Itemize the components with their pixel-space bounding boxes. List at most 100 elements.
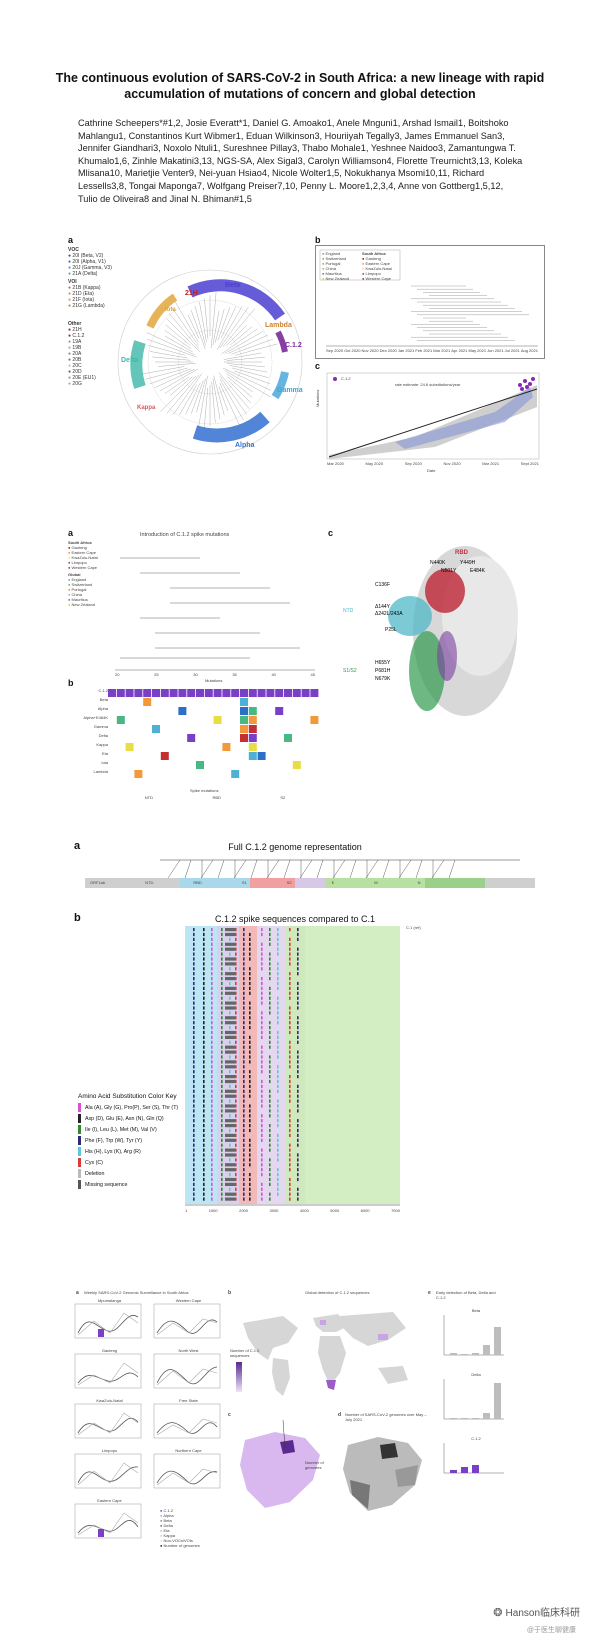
legend-dot-icon: ● — [68, 375, 73, 381]
substitution-mark — [211, 1016, 213, 1020]
mutation-tick — [299, 859, 313, 879]
f4a-legend-item-label: Beta — [163, 1518, 172, 1523]
substitution-mark — [203, 1021, 205, 1025]
substitution-mark — [235, 962, 237, 966]
substitution-mark — [221, 977, 223, 981]
mutation-tick — [365, 859, 379, 879]
substitution-mark — [297, 991, 299, 995]
substitution-mark — [289, 952, 291, 956]
substitution-mark — [297, 1089, 299, 1093]
mutation-tree — [115, 557, 315, 671]
substitution-mark — [235, 1089, 237, 1093]
voi-item-label: 21F (Iota) — [72, 297, 95, 303]
substitution-mark — [235, 1040, 237, 1044]
f4a-legend-item: ● Delta — [160, 1523, 230, 1528]
c-ylabel: Mutations — [315, 389, 320, 407]
substitution-mark — [211, 937, 213, 941]
tree-branch — [166, 318, 201, 353]
b-sa-item: ● Western Cape — [362, 276, 392, 281]
map-legend: Number of C.1.2 sequences — [230, 1348, 260, 1358]
substitution-mark — [229, 996, 231, 1000]
substitution-mark — [235, 1197, 237, 1201]
substitution-mark — [249, 1124, 251, 1128]
tree-branch — [196, 378, 206, 413]
b-sa-item: ● Gauteng — [362, 256, 392, 261]
heatmap-cell — [301, 689, 310, 697]
missing-block — [225, 1050, 235, 1054]
b-sa-item-label: Gauteng — [365, 256, 381, 261]
color-key-label: Deletion — [85, 1170, 105, 1177]
substitution-mark — [211, 1099, 213, 1103]
substitution-mark — [235, 1075, 237, 1079]
substitution-mark — [221, 1153, 223, 1157]
substitution-mark — [249, 1148, 251, 1152]
f4a-legend-item-label: Delta — [163, 1523, 173, 1528]
substitution-mark — [297, 1050, 299, 1054]
substitution-mark — [269, 1035, 271, 1039]
gene-label: M — [374, 880, 378, 885]
d242-label: Δ242L/243A — [375, 611, 403, 617]
province-plot — [153, 1453, 221, 1489]
legend-dot-icon: ● — [322, 276, 326, 281]
h21-label: 21H — [185, 290, 198, 297]
e-panel-title: C.1.2 — [471, 1436, 481, 1441]
substitution-mark — [277, 1148, 279, 1152]
substitution-mark — [249, 1143, 251, 1147]
substitution-mark — [221, 996, 223, 1000]
province-plot — [153, 1403, 221, 1439]
genome-map — [85, 859, 535, 888]
substitution-mark — [203, 1153, 205, 1157]
substitution-mark — [235, 1094, 237, 1098]
substitution-mark — [193, 952, 195, 956]
legend-dot-icon: ● — [322, 266, 326, 271]
substitution-mark — [297, 1153, 299, 1157]
substitution-mark — [277, 996, 279, 1000]
gene-label: S2 — [286, 880, 292, 885]
figure-4: a Weekly SARS-CoV-2 Genomic Surveillance… — [60, 1290, 550, 1548]
panel-label-c: c — [328, 528, 334, 538]
substitution-mark — [211, 1094, 213, 1098]
substitution-mark — [235, 947, 237, 951]
b-global-item: ● Switzerland — [322, 256, 349, 261]
substitution-mark — [277, 942, 279, 946]
substitution-mark — [277, 1182, 279, 1186]
substitution-mark — [297, 1109, 299, 1113]
voi-item: ● 21B (Kappa) — [68, 285, 128, 291]
tree-branch — [212, 378, 221, 420]
substitution-mark — [221, 1050, 223, 1054]
f2-xtick: 40 — [271, 672, 276, 677]
substitution-mark — [193, 1079, 195, 1084]
legend-dot-icon: ● — [160, 1518, 164, 1523]
substitution-mark — [203, 1192, 205, 1196]
substitution-mark — [261, 947, 263, 951]
substitution-mark — [261, 1021, 263, 1025]
legend-dot-icon: ● — [68, 369, 73, 375]
substitution-mark — [289, 1079, 291, 1084]
substitution-mark — [249, 1006, 251, 1010]
substitution-mark — [297, 996, 299, 1000]
substitution-mark — [193, 1006, 195, 1010]
substitution-mark — [211, 1070, 213, 1074]
substitution-mark — [297, 1104, 299, 1108]
substitution-mark — [221, 1016, 223, 1020]
substitution-mark — [289, 1177, 291, 1182]
f4a-legend-item-label: Alpha — [163, 1513, 174, 1518]
substitution-mark — [229, 1158, 231, 1162]
substitution-mark — [269, 1006, 271, 1010]
fig4-a-title: Weekly SARS-CoV-2 Genomic Surveillance i… — [84, 1290, 189, 1295]
legend-dot-icon: ● — [68, 577, 72, 582]
substitution-mark — [193, 1065, 195, 1069]
substitution-mark — [261, 1114, 263, 1118]
substitution-mark — [269, 1011, 271, 1015]
f4a-legend-item-label: Number of genomes — [163, 1543, 200, 1548]
heatmap-row-label: Lambda — [93, 769, 108, 774]
substitution-mark — [297, 1084, 299, 1088]
substitution-mark — [277, 1153, 279, 1157]
heatmap-cell — [310, 689, 319, 697]
substitution-mark — [289, 1148, 291, 1152]
substitution-mark — [297, 928, 299, 932]
b-global-item-label: New Zealand — [325, 276, 350, 281]
substitution-mark — [269, 1030, 271, 1035]
substitution-mark — [211, 1119, 213, 1123]
substitution-mark — [249, 1084, 251, 1088]
